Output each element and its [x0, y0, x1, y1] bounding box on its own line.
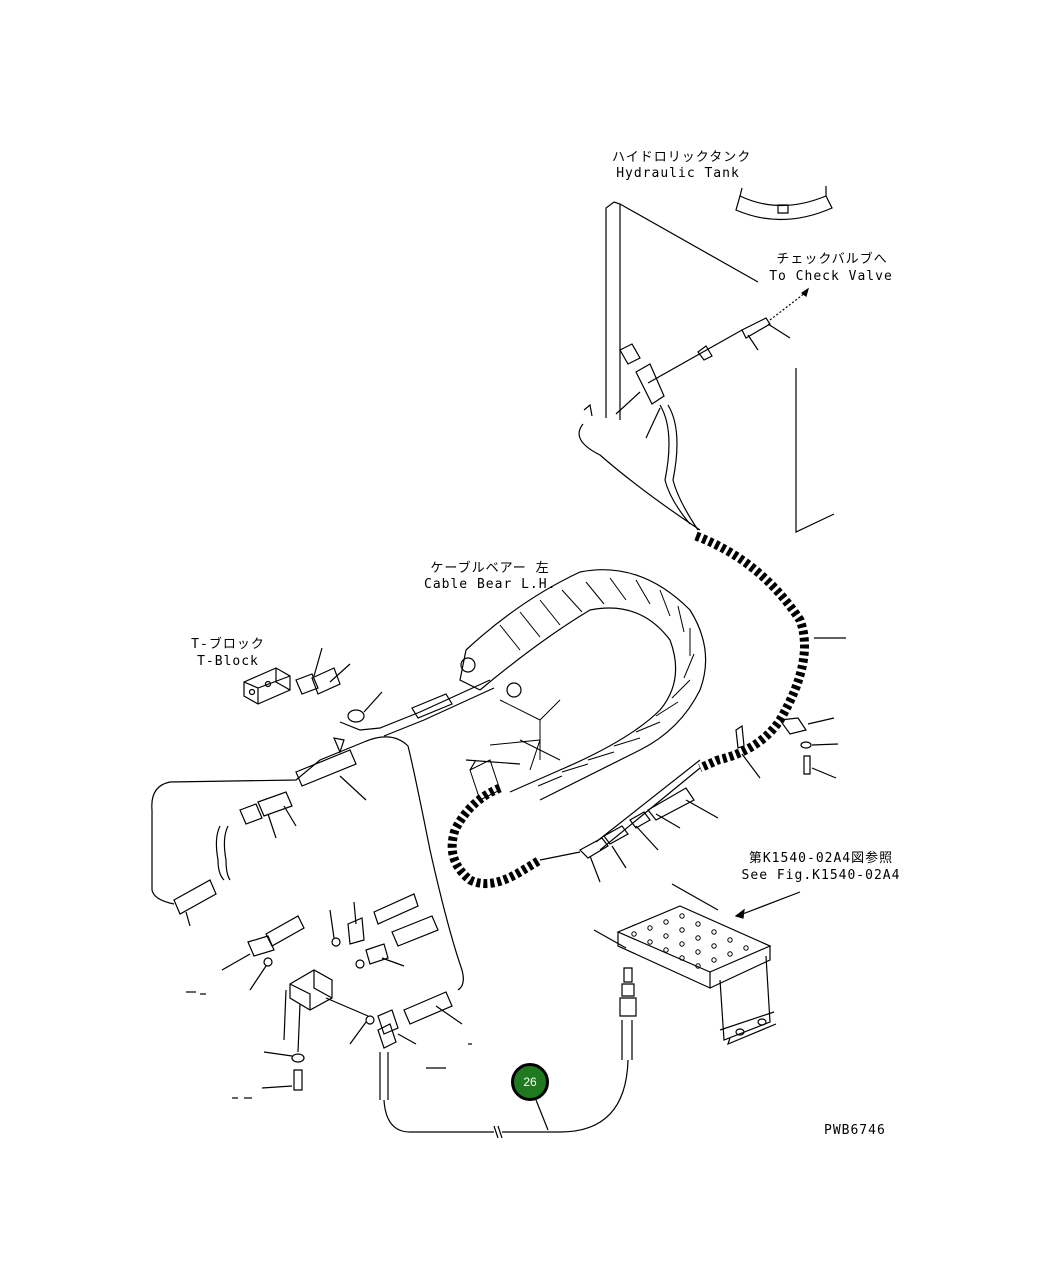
- drawing-code: PWB6746: [824, 1123, 886, 1138]
- leader-marks: [186, 992, 472, 1098]
- see-fig-label-en: See Fig.K1540-02A4: [741, 868, 901, 883]
- tank-return-hose: [579, 289, 808, 530]
- t-block: [244, 648, 350, 704]
- fittings-cluster: [222, 894, 438, 990]
- see-fig-label-jp: 第K1540-02A4図参照: [748, 851, 894, 866]
- lower-t-block: [262, 970, 462, 1090]
- spiral-wrapped-hose: [596, 536, 846, 850]
- hydraulic-tank-label-jp: ハイドロリックタンク: [612, 150, 752, 165]
- manifold-plate: [594, 884, 800, 1044]
- cable-bear-label-jp: ケーブルベアー 左: [430, 561, 550, 576]
- hydraulic-tank-label-en: Hydraulic Tank: [616, 166, 740, 181]
- left-loop-hose: [152, 737, 464, 990]
- hydraulic-tank: [606, 186, 834, 532]
- part-callout-26[interactable]: 26: [511, 1063, 549, 1101]
- check-valve-label-en: To Check Valve: [769, 269, 893, 284]
- t-block-label-en: T-Block: [197, 654, 259, 669]
- bottom-hose-26: [378, 968, 636, 1138]
- t-block-label-jp: T-ブロック: [191, 637, 265, 652]
- chain-hose: [452, 788, 718, 884]
- cable-bear-label-en: Cable Bear L.H.: [424, 577, 557, 592]
- chain-to-tblock-hose: [340, 680, 494, 736]
- check-valve-label-jp: チェックバルブへ: [776, 252, 888, 267]
- cable-bear-chain: [460, 570, 706, 800]
